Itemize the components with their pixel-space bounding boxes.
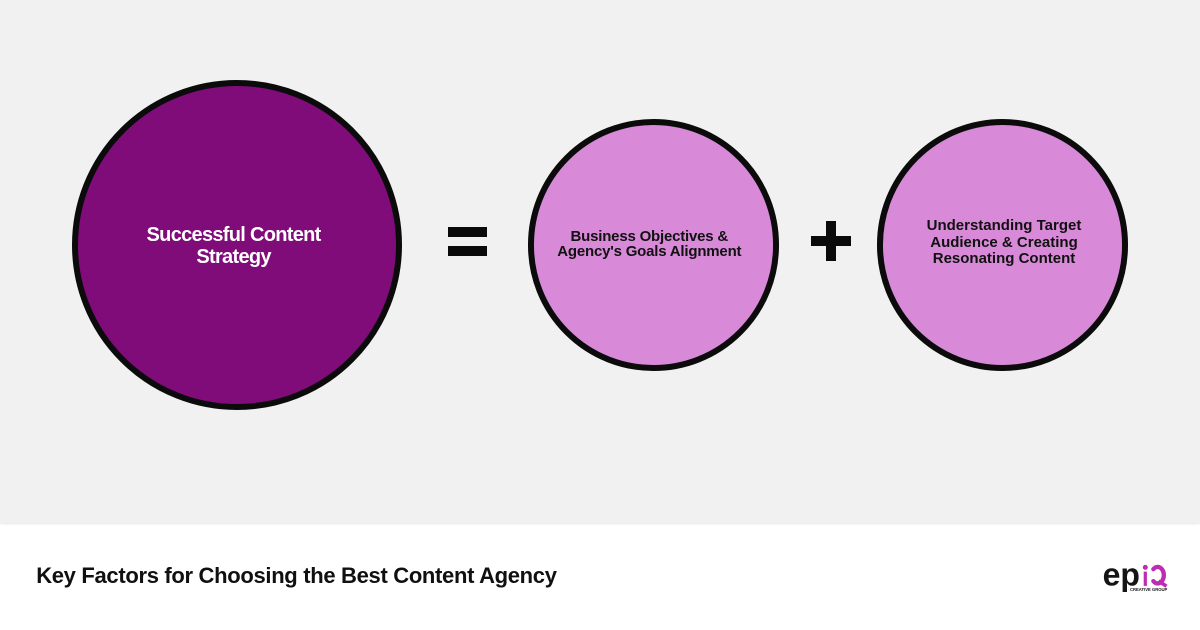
svg-text:ep: ep: [1103, 557, 1140, 593]
svg-text:CREATIVE GROUP: CREATIVE GROUP: [1130, 587, 1167, 592]
